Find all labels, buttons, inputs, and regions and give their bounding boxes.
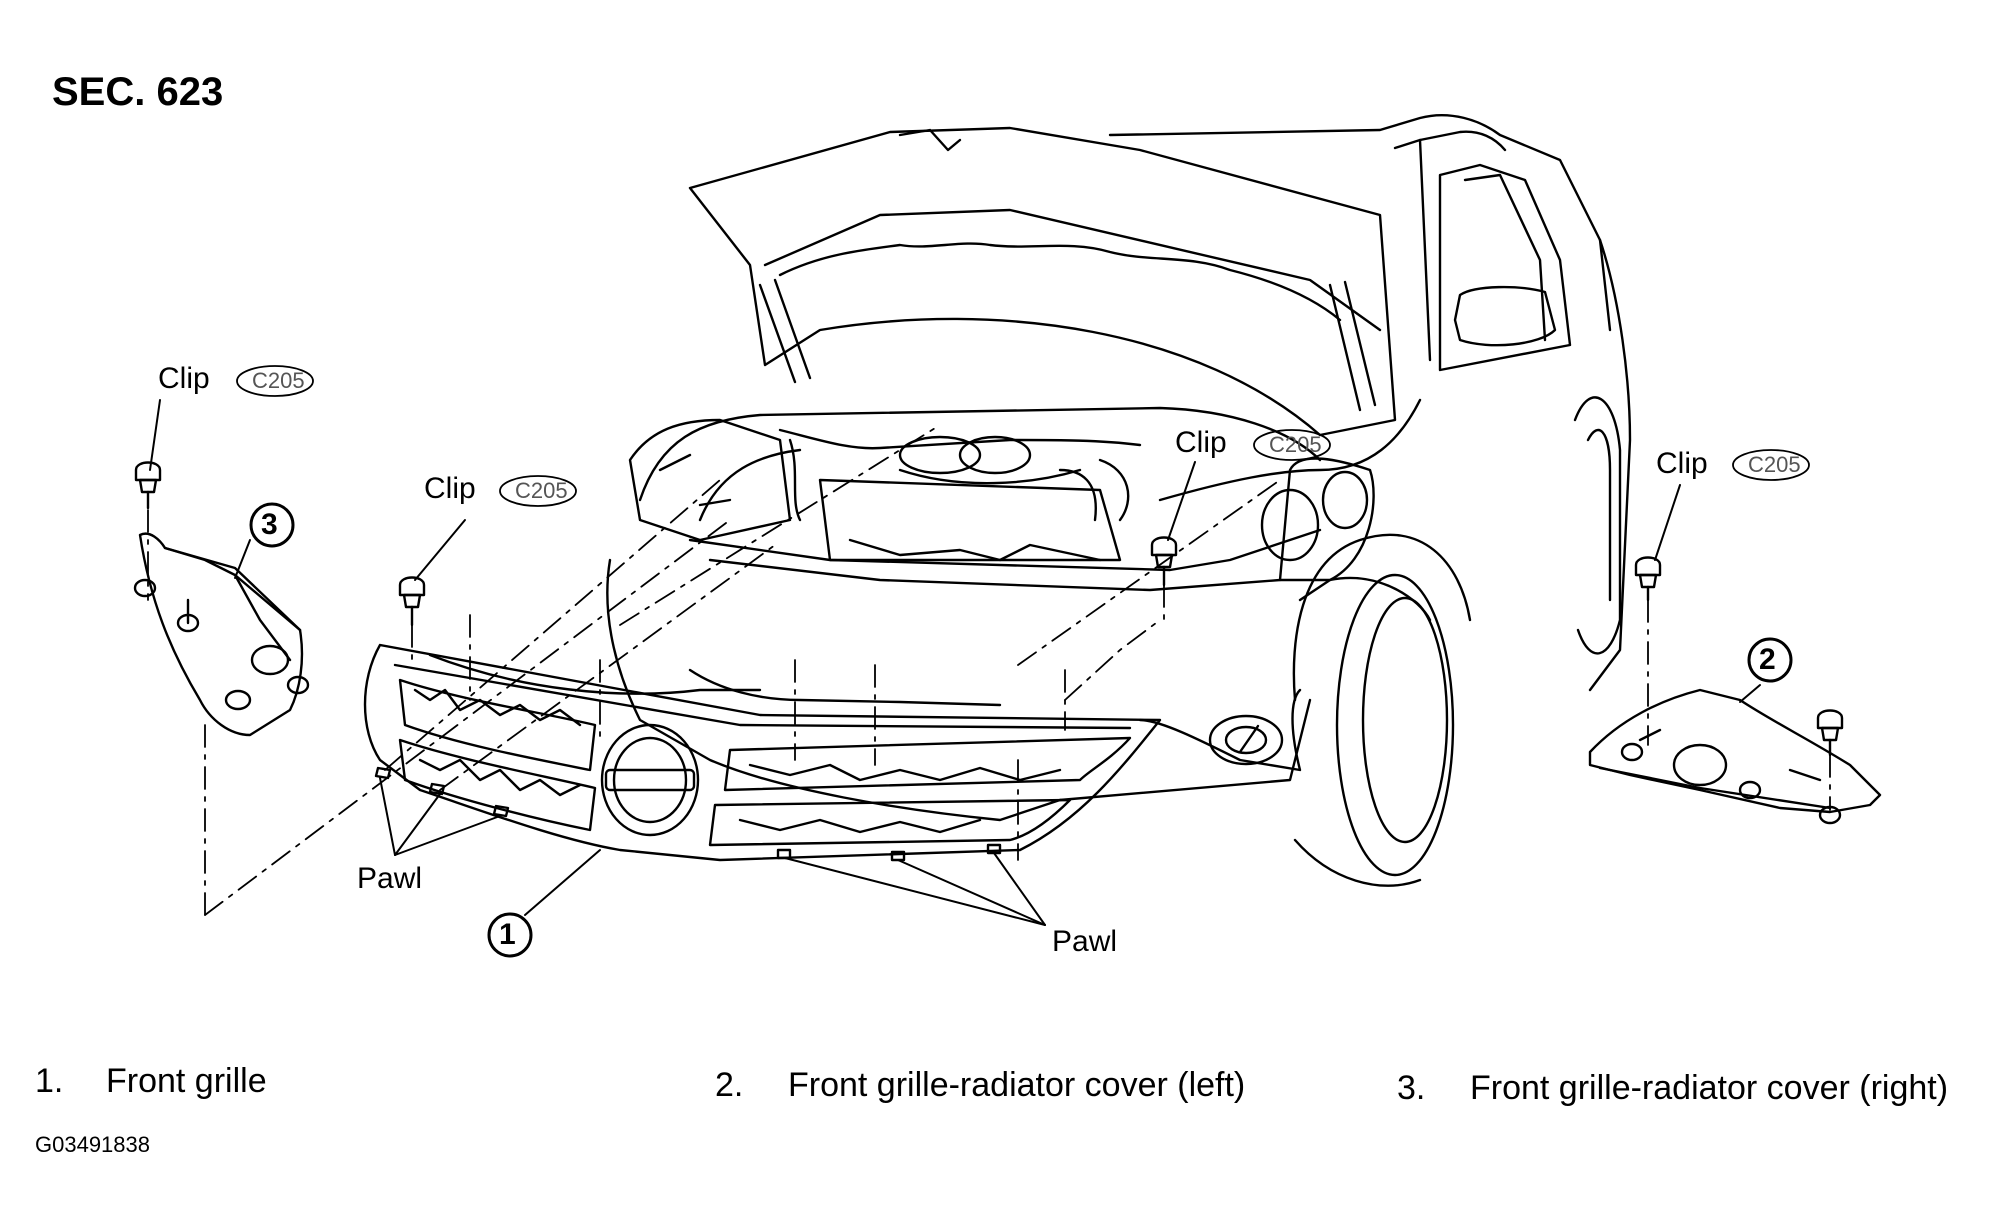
radiator-cover-right: [133, 461, 310, 737]
legend-text-3: Front grille-radiator cover (right): [1470, 1069, 1949, 1107]
pawl-label-right: Pawl: [1052, 925, 1118, 958]
clip-code-left: C205: [252, 368, 305, 393]
code-oval-right: [1732, 449, 1810, 481]
legend-text-2: Front grille-radiator cover (left): [788, 1066, 1246, 1104]
pawl-label-left: Pawl: [357, 862, 423, 895]
clip-label-right: Clip: [1656, 447, 1708, 480]
clip-code-mid: C205: [515, 478, 568, 503]
callout-3: 3: [261, 508, 278, 541]
code-oval-mid: [499, 475, 577, 507]
radiator-cover-left: [1588, 556, 1882, 825]
engine-bay: [628, 406, 1375, 592]
grille-clips: [398, 536, 1178, 627]
clip-code-center: C205: [1269, 432, 1322, 457]
clip-label-left: Clip: [158, 362, 210, 395]
callout-1: 1: [499, 918, 516, 951]
callout-circle-2: [1747, 637, 1793, 683]
figure-code: G03491838: [35, 1132, 150, 1157]
callout-bubbles: [236, 365, 1810, 958]
legend-text-1: Front grille: [106, 1062, 267, 1100]
legend-number-1: 1.: [35, 1062, 64, 1100]
code-oval-center: [1253, 429, 1331, 461]
clip-label-mid: Clip: [424, 472, 476, 505]
legend-number-2: 2.: [715, 1066, 744, 1104]
vehicle-body: [688, 114, 1632, 887]
front-grille: [363, 643, 1162, 862]
clip-code-right: C205: [1748, 452, 1801, 477]
assembly-lines: [147, 424, 1831, 916]
callout-2: 2: [1759, 643, 1776, 676]
section-label: SEC. 623: [52, 70, 224, 114]
code-oval-left: [236, 365, 314, 397]
clip-label-center: Clip: [1175, 426, 1227, 459]
callout-circle-1: [487, 912, 533, 958]
callout-circle-3: [249, 502, 295, 548]
leader-lines: [149, 399, 1761, 926]
legend-number-3: 3.: [1397, 1069, 1426, 1107]
